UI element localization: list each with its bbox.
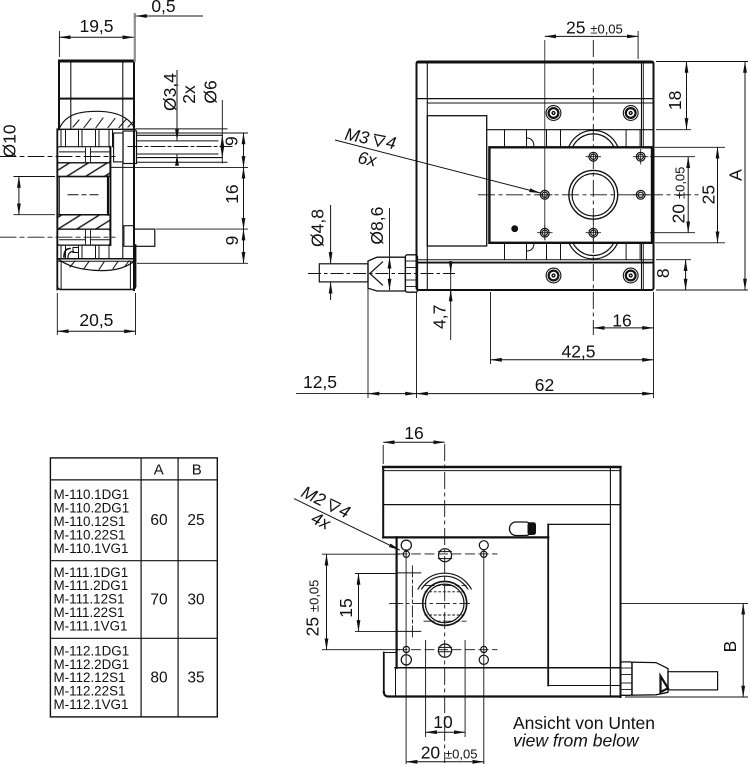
svg-text:30: 30 [187,591,205,608]
svg-text:18: 18 [665,91,685,110]
svg-text:25 ±0,05: 25 ±0,05 [566,18,623,38]
svg-text:M-112.1DG1: M-112.1DG1 [54,643,130,658]
svg-text:B: B [192,462,202,479]
svg-text:M2: M2 [298,482,329,511]
svg-text:M-111.2DG1: M-111.2DG1 [54,578,129,593]
svg-text:20 ±0,05: 20 ±0,05 [669,167,689,224]
svg-text:19,5: 19,5 [79,16,113,36]
svg-text:M-112.1VG1: M-112.1VG1 [54,697,129,712]
svg-text:9: 9 [222,236,242,246]
svg-text:Ø10: Ø10 [0,124,20,157]
svg-text:0,5: 0,5 [151,0,175,16]
svg-text:10: 10 [433,712,453,732]
svg-text:4,7: 4,7 [430,305,450,329]
svg-text:M-111.12S1: M-111.12S1 [54,592,125,607]
svg-text:20 ±0,05: 20 ±0,05 [421,743,478,763]
svg-text:60: 60 [150,512,168,529]
svg-text:16: 16 [222,184,242,203]
svg-text:25: 25 [187,512,204,529]
svg-text:9: 9 [222,136,242,146]
svg-text:Ø4,8: Ø4,8 [308,209,328,247]
svg-text:M-110.1VG1: M-110.1VG1 [54,541,129,556]
svg-text:16: 16 [612,310,631,330]
svg-text:M-112.2DG1: M-112.2DG1 [54,657,130,672]
svg-text:M-110.12S1: M-110.12S1 [54,514,126,529]
svg-text:2x: 2x [179,85,199,104]
svg-text:8: 8 [653,268,673,278]
svg-text:20,5: 20,5 [79,310,113,330]
svg-text:Ansicht von Unten: Ansicht von Unten [513,713,655,733]
svg-text:M-111.22S1: M-111.22S1 [54,605,125,620]
svg-text:M-110.22S1: M-110.22S1 [54,527,126,542]
svg-text:16: 16 [404,423,423,443]
svg-text:Ø6: Ø6 [201,80,221,103]
svg-text:M-112.22S1: M-112.22S1 [54,684,126,699]
svg-text:B: B [720,641,740,653]
svg-text:42,5: 42,5 [561,341,595,361]
svg-text:6x: 6x [356,147,379,170]
svg-text:62: 62 [535,375,554,395]
svg-text:4: 4 [384,132,398,154]
svg-text:M-112.12S1: M-112.12S1 [54,670,126,685]
svg-text:80: 80 [150,669,168,686]
svg-text:70: 70 [150,591,168,608]
svg-text:15: 15 [336,598,356,617]
svg-text:M-110.2DG1: M-110.2DG1 [54,501,130,516]
svg-text:35: 35 [187,669,204,686]
svg-text:view from below: view from below [513,731,640,751]
svg-text:25 ±0,05: 25 ±0,05 [303,580,323,637]
svg-text:Ø3,4: Ø3,4 [160,73,180,111]
svg-text:25: 25 [699,185,719,204]
svg-text:M-111.1DG1: M-111.1DG1 [54,565,129,580]
svg-text:Ø8,6: Ø8,6 [367,207,387,245]
svg-text:M-111.1VG1: M-111.1VG1 [54,618,128,633]
svg-text:A: A [726,169,746,181]
svg-text:M-110.1DG1: M-110.1DG1 [54,487,130,502]
svg-text:A: A [154,462,164,479]
svg-text:12,5: 12,5 [303,372,337,392]
svg-text:M3: M3 [343,124,371,148]
